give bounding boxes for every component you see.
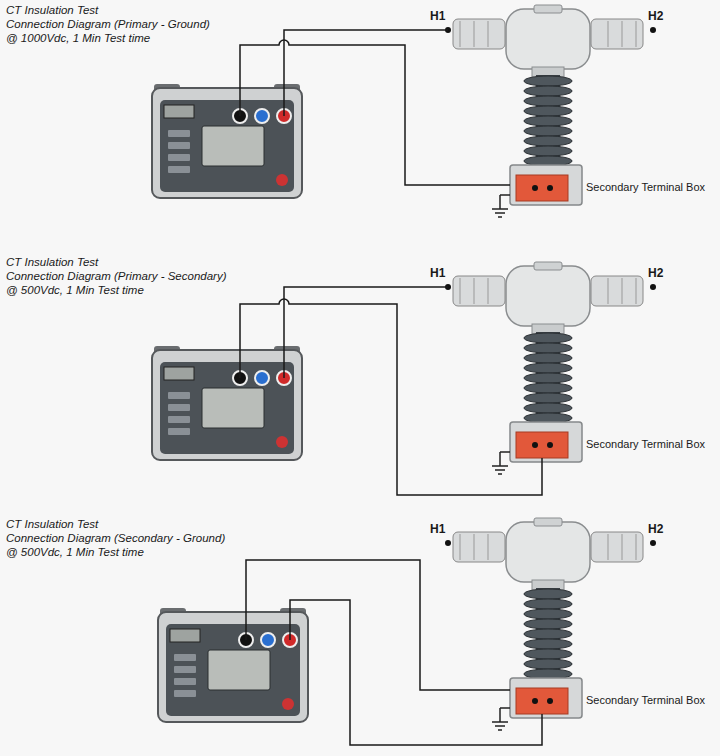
terminal-name: H1: [430, 9, 445, 23]
terminal-name: H2: [648, 9, 663, 23]
terminal-name: H1: [430, 522, 445, 536]
section-heading: CT Insulation Test: [6, 256, 98, 270]
test-lead: [284, 30, 448, 116]
test-lead: [246, 560, 510, 690]
current-transformer: [445, 518, 656, 718]
terminal-name: H2: [648, 266, 663, 280]
test-lead: [290, 600, 542, 745]
ground-symbol: [492, 452, 508, 474]
part-label: Secondary Terminal Box: [586, 181, 705, 194]
section-heading: CT Insulation Test: [6, 4, 98, 18]
ground-symbol: [492, 708, 508, 730]
current-transformer: [445, 5, 656, 205]
insulation-tester: [152, 84, 302, 198]
section-heading: Connection Diagram (Primary - Secondary): [6, 270, 227, 284]
current-transformer: [445, 262, 656, 462]
section-heading: @ 500Vdc, 1 Min Test time: [6, 546, 144, 560]
test-lead: [240, 40, 510, 185]
ground-symbol: [492, 195, 508, 217]
part-label: Secondary Terminal Box: [586, 438, 705, 451]
section-heading: Connection Diagram (Primary - Ground): [6, 18, 210, 32]
part-label: Secondary Terminal Box: [586, 694, 705, 707]
section-heading: @ 500Vdc, 1 Min Test time: [6, 284, 144, 298]
section-heading: CT Insulation Test: [6, 518, 98, 532]
section-heading: Connection Diagram (Secondary - Ground): [6, 532, 225, 546]
insulation-tester: [152, 346, 302, 460]
insulation-tester: [158, 608, 308, 722]
terminal-name: H2: [648, 522, 663, 536]
test-lead: [284, 287, 448, 378]
test-lead: [240, 299, 542, 495]
terminal-name: H1: [430, 266, 445, 280]
section-heading: @ 1000Vdc, 1 Min Test time: [6, 32, 150, 46]
